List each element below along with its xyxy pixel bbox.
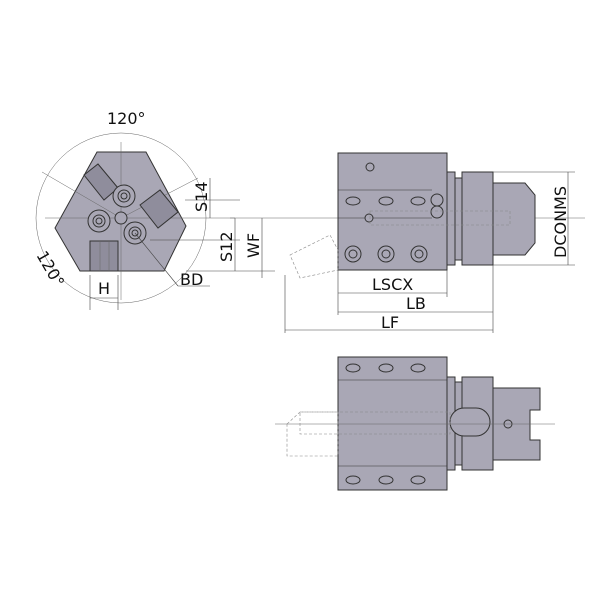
- h-label: H: [98, 279, 110, 298]
- lb-label: LB: [406, 294, 426, 313]
- angle-top-label: 120°: [107, 109, 146, 128]
- side-view: DCONMS WF LSCX LB LF: [230, 152, 585, 333]
- s14-label: S14: [192, 181, 211, 212]
- dconms-label: DCONMS: [551, 186, 570, 258]
- s12-label: S12: [217, 231, 236, 262]
- top-block: [337, 356, 448, 491]
- screw: [112, 184, 136, 208]
- lf-label: LF: [381, 313, 399, 332]
- lscx-label: LSCX: [372, 275, 413, 294]
- angle-left-label: 120°: [33, 248, 69, 291]
- front-view: 120° 120° S14 S12 BD H: [33, 109, 275, 310]
- top-view: [275, 356, 555, 491]
- bd-label: BD: [180, 270, 203, 289]
- front-body: [54, 151, 187, 272]
- wf-label: WF: [244, 233, 263, 258]
- screw: [87, 209, 111, 233]
